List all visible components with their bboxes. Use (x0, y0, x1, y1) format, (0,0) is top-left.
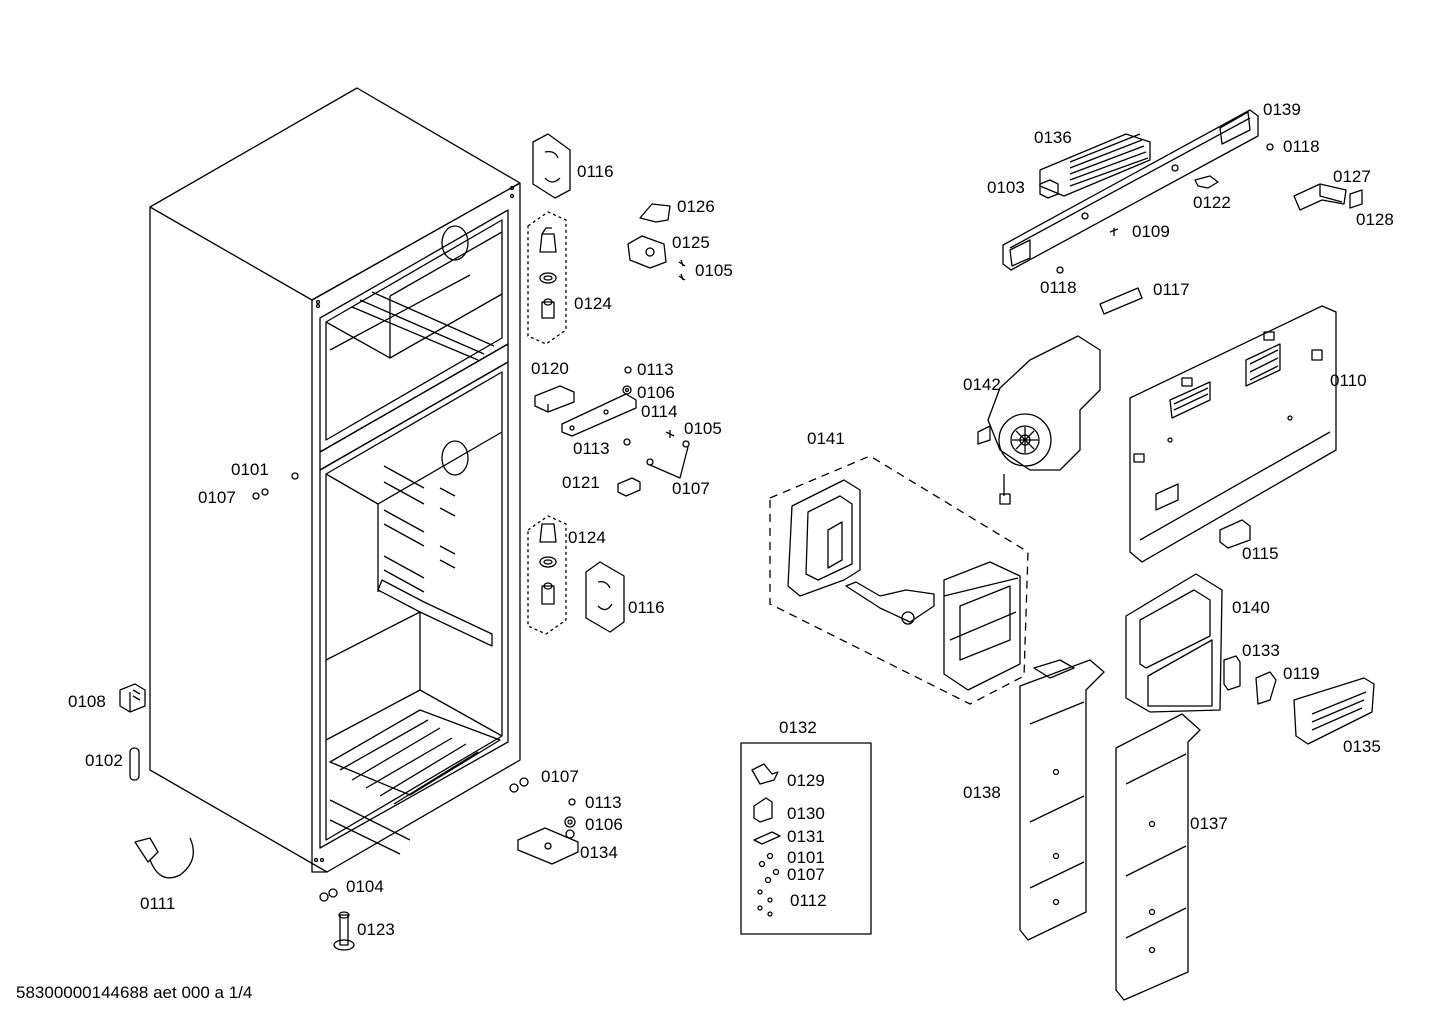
callout-0142: 0142 (963, 375, 1001, 394)
callout-0118-b: 0118 (1040, 278, 1077, 297)
callout-0114: 0114 (641, 402, 678, 421)
callout-0132: 0132 (779, 718, 817, 737)
callout-0141: 0141 (807, 429, 845, 448)
callout-0126: 0126 (677, 197, 715, 216)
callout-0116-upper: 0116 (577, 162, 614, 181)
callout-0136: 0136 (1034, 128, 1072, 147)
callout-0124-upper: 0124 (574, 294, 612, 313)
callout-0124-lower: 0124 (568, 528, 606, 547)
callout-0137: 0137 (1190, 814, 1228, 833)
callout-0112: 0112 (790, 891, 827, 910)
callout-0110: 0110 (1330, 371, 1367, 390)
hinge-parts (509, 133, 690, 865)
callout-0139: 0139 (1263, 100, 1301, 119)
control-panel-parts (1002, 109, 1363, 315)
callout-0106-a: 0106 (637, 383, 675, 402)
evaporator-parts (1125, 573, 1375, 745)
callout-0115: 0115 (1242, 544, 1279, 563)
callout-0113-a: 0113 (637, 360, 674, 379)
callout-0140: 0140 (1232, 598, 1270, 617)
callout-0109: 0109 (1132, 222, 1170, 241)
callout-0122: 0122 (1193, 193, 1231, 212)
callout-0103: 0103 (987, 178, 1025, 197)
callout-0105-lower: 0105 (684, 419, 722, 438)
callout-0134: 0134 (580, 843, 618, 862)
callout-0131: 0131 (787, 827, 825, 846)
callout-0116-lower: 0116 (628, 598, 665, 617)
callout-0113-b: 0113 (573, 439, 610, 458)
callout-0105-upper: 0105 (695, 261, 733, 280)
callout-0130: 0130 (787, 804, 825, 823)
callout-0106-b: 0106 (585, 815, 623, 834)
callout-0121: 0121 (562, 473, 600, 492)
callout-0135: 0135 (1343, 737, 1381, 756)
callout-0111: 0111 (140, 894, 176, 913)
callout-0101-a: 0101 (231, 460, 269, 479)
fan-assembly (977, 335, 1101, 505)
callout-0119: 0119 (1283, 664, 1320, 683)
duct-assembly (769, 455, 1029, 705)
callout-0113-c: 0113 (585, 793, 622, 812)
callout-0107-d: 0107 (787, 865, 825, 884)
callout-0102: 0102 (85, 751, 123, 770)
callout-0120: 0120 (531, 359, 569, 378)
accessory-kit-box (740, 742, 872, 935)
back-panel (1129, 305, 1337, 563)
callout-0127: 0127 (1333, 167, 1371, 186)
panels (1019, 659, 1201, 1001)
callout-0107-c: 0107 (541, 767, 579, 786)
callout-0138: 0138 (963, 783, 1001, 802)
callout-0107-b: 0107 (198, 488, 236, 507)
callout-0123: 0123 (357, 920, 395, 939)
left-hardware (119, 472, 355, 951)
callout-0108: 0108 (68, 692, 106, 711)
callout-0129: 0129 (787, 771, 825, 790)
callout-0128: 0128 (1356, 210, 1394, 229)
callout-0104: 0104 (346, 877, 384, 896)
callout-0125: 0125 (672, 233, 710, 252)
callout-0117: 0117 (1153, 280, 1190, 299)
callout-0101-b: 0101 (787, 848, 825, 867)
callout-0107-a: 0107 (672, 479, 710, 498)
refrigerator-cabinet (149, 87, 521, 873)
callout-0118-a: 0118 (1283, 137, 1320, 156)
document-reference: 58300000144688 aet 000 a 1/4 (16, 983, 253, 1002)
callout-0133: 0133 (1242, 641, 1280, 660)
